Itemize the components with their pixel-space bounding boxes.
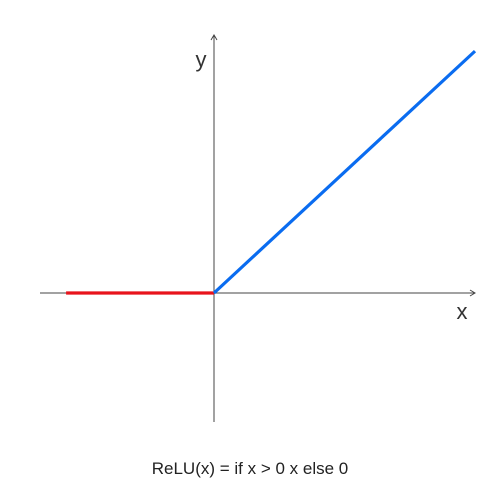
relu-positive-segment <box>212 49 477 295</box>
y-axis-label: y <box>196 47 207 72</box>
formula-caption: ReLU(x) = if x > 0 x else 0 <box>152 459 349 478</box>
series-layer <box>66 49 477 295</box>
y-axis-arrowhead <box>210 34 218 41</box>
x-axis-arrowhead <box>469 289 476 297</box>
axes <box>40 34 476 422</box>
x-axis-label: x <box>457 299 468 324</box>
